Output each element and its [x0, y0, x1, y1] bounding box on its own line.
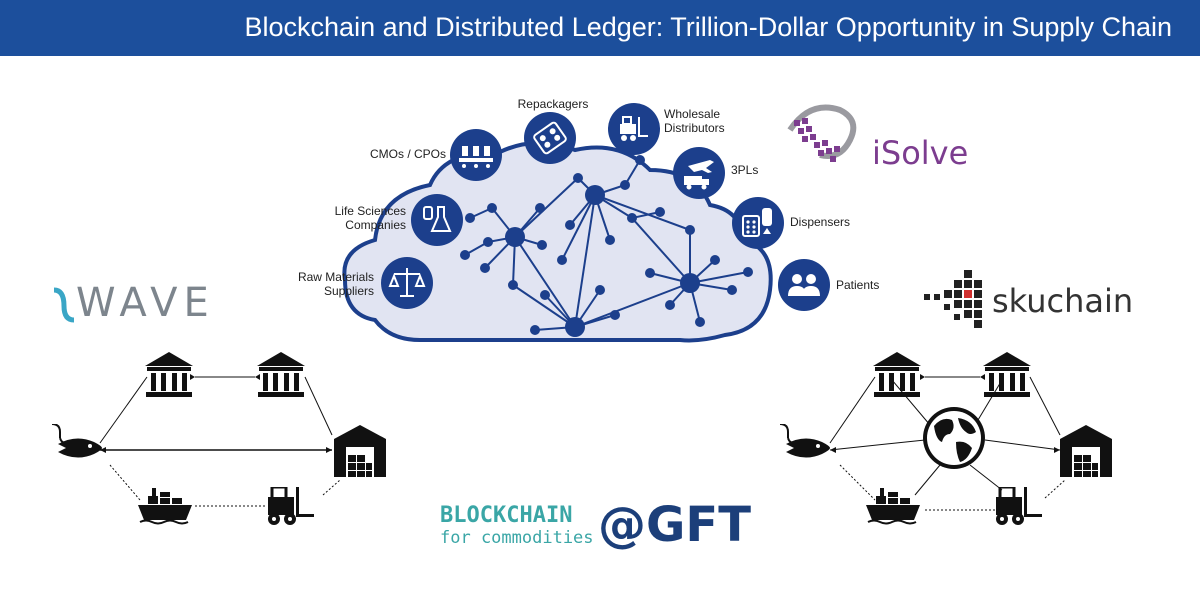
- label-patients: Patients: [836, 278, 880, 292]
- cloud-network-diagram: [342, 140, 773, 343]
- bank-icon: [145, 352, 193, 397]
- warehouse-icon: [1060, 425, 1112, 477]
- forklift-icon: [266, 487, 316, 527]
- title-bar: Blockchain and Distributed Ledger: Trill…: [0, 0, 1200, 56]
- plane-truck-icon: [673, 147, 725, 199]
- scale-icon: [381, 257, 433, 309]
- skuchain-logo: skuchain: [992, 282, 1134, 320]
- wave-logo-mark: [53, 287, 75, 323]
- cargo-ship-icon: [138, 488, 193, 525]
- warehouse-icon: [334, 425, 386, 477]
- blockchain-logo-line1: BLOCKCHAIN: [440, 503, 573, 528]
- right-supply-network: [829, 374, 1066, 511]
- bank-icon: [873, 352, 921, 397]
- forklift-icon: [994, 487, 1044, 527]
- label-life-sciences: Life Sciences Companies: [334, 204, 406, 232]
- people-icon: [778, 259, 830, 311]
- pill-pack-icon: [524, 112, 576, 164]
- label-3pls: 3PLs: [731, 163, 759, 177]
- isolve-logo-mark: [787, 104, 857, 162]
- lab-flask-icon: [411, 194, 463, 246]
- fishing-fish-icon: [51, 424, 103, 459]
- pharmacy-icon: [732, 197, 784, 249]
- bank-icon: [983, 352, 1031, 397]
- gft-logo: @GFT: [598, 497, 751, 553]
- cloud-shape: [342, 140, 773, 343]
- cargo-ship-icon: [866, 488, 921, 525]
- forklift-icon: [608, 103, 660, 155]
- blockchain-logo-line2: for commodities: [440, 528, 594, 548]
- network-small-nodes: [460, 155, 753, 335]
- wave-logo: WAVE: [76, 280, 215, 326]
- isolve-logo: iSolve: [872, 134, 969, 172]
- label-wholesale: Wholesale Distributors: [664, 107, 725, 135]
- conveyor-icon: [450, 129, 502, 181]
- label-dispensers: Dispensers: [790, 215, 851, 229]
- fishing-fish-icon: [779, 424, 831, 459]
- network-hub-nodes: [505, 185, 700, 337]
- label-repackagers: Repackagers: [517, 97, 589, 111]
- label-cmos: CMOs / CPOs: [369, 147, 446, 161]
- left-supply-network: [99, 374, 341, 507]
- bank-icon: [257, 352, 305, 397]
- globe-icon: [923, 407, 985, 469]
- label-raw-materials: Raw Materials Suppliers: [297, 270, 374, 298]
- page-title: Blockchain and Distributed Ledger: Trill…: [244, 12, 1172, 42]
- skuchain-logo-mark: [924, 270, 982, 328]
